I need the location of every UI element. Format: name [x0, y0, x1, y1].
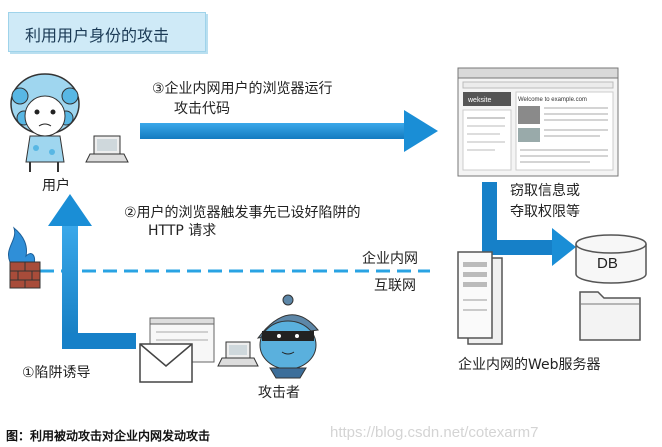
web-server-icon	[457, 251, 503, 345]
attack-code-arrow	[140, 110, 438, 152]
attacker-figure	[256, 294, 319, 379]
diagram-title-box: 利用用户身份的攻击	[8, 12, 206, 52]
user-figure	[10, 73, 80, 172]
attacker-label: 攻击者	[258, 385, 300, 401]
browser-window	[457, 67, 619, 177]
trap-email-icon	[139, 343, 193, 383]
user-laptop-icon	[85, 135, 129, 163]
attacker-laptop-icon	[217, 341, 259, 367]
diagram-title: 利用用户身份的攻击	[25, 26, 170, 45]
browser-site-logo: weksite	[467, 97, 491, 104]
intranet-label: 企业内网	[362, 251, 418, 267]
step3-label-line1: ③企业内网用户的浏览器运行	[152, 81, 333, 97]
watermark: https://blog.csdn.net/cotexarm7	[330, 424, 539, 441]
figure-caption: 图：利用被动攻击对企业内网发动攻击	[6, 429, 211, 443]
steal-info-arrow	[482, 182, 576, 266]
firewall-icon	[8, 226, 41, 289]
browser-site-title: Welcome to example.com	[518, 97, 587, 103]
user-label: 用户	[42, 178, 70, 194]
server-label: 企业内网的Web服务器	[458, 357, 601, 373]
step3-label-line2: 攻击代码	[174, 101, 230, 117]
step2-label-line1: ②用户的浏览器触发事先已设好陷阱的	[124, 205, 361, 221]
db-label: DB	[597, 255, 618, 272]
steal-label-line2: 夺取权限等	[510, 204, 580, 220]
folder-icon	[579, 291, 641, 341]
step1-label: ①陷阱诱导	[22, 365, 91, 381]
trap-lure-arrow	[48, 194, 136, 349]
database-icon	[575, 234, 647, 284]
internet-label: 互联网	[374, 278, 416, 294]
step2-label-line2: HTTP 请求	[148, 223, 217, 239]
steal-label-line1: 窃取信息或	[510, 183, 580, 199]
